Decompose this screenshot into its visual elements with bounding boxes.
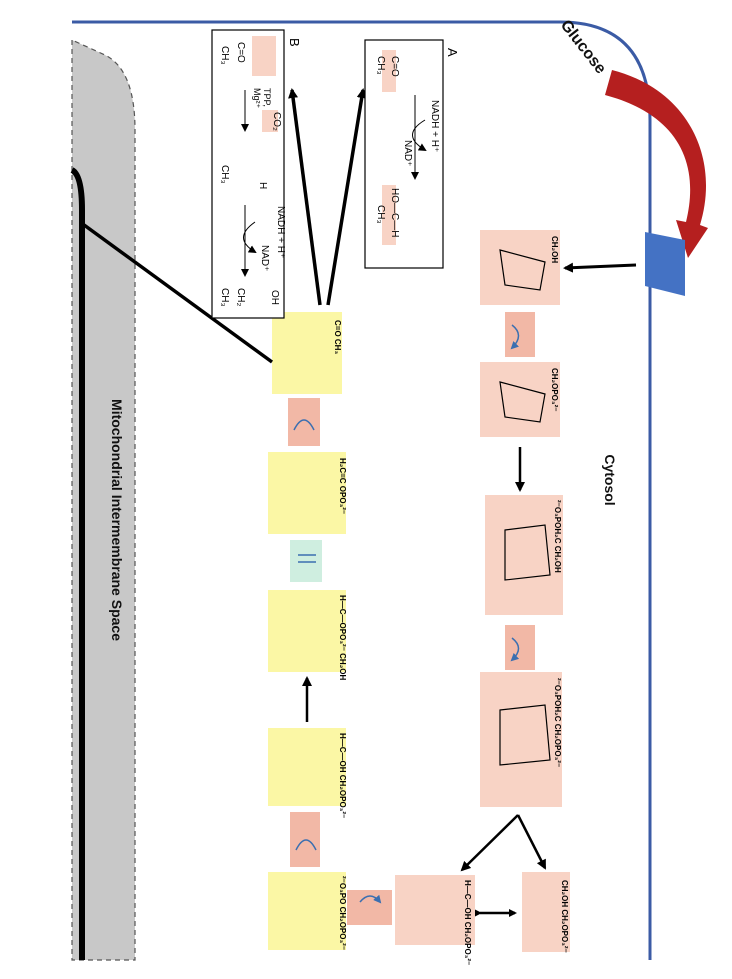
- panel-a-label: A: [445, 48, 460, 57]
- f6p-box: [485, 495, 563, 615]
- panel-a-box: [364, 39, 444, 269]
- svg-text:CH₂: CH₂: [235, 288, 246, 306]
- svg-text:HO—C—H: HO—C—H: [389, 188, 400, 237]
- 13bpg-structure: ²⁻O₃PO CH₂OPO₃²⁻: [338, 876, 347, 950]
- pep-structure: H₂C=C OPO₃²⁻: [338, 458, 347, 514]
- dhap-box: [522, 872, 570, 952]
- inner-membrane: [70, 167, 85, 960]
- f16bp-structure: ²⁻O₃POH₂C CH₂OPO₃²⁻: [553, 678, 562, 767]
- payoff-pathway: ²⁻O₃PO CH₂OPO₃²⁻ H—C—OH CH₂OPO₃²⁻ H—C—OP…: [78, 88, 367, 950]
- pep-box: [268, 452, 346, 534]
- svg-text:OH: OH: [269, 290, 280, 305]
- glucose-arrow: [605, 70, 708, 258]
- mitochondrial-intermembrane-band: [71, 39, 136, 961]
- panel-b-tpp: TPP,: [262, 88, 272, 107]
- 13bpg-box: [268, 872, 346, 950]
- panel-b-co2: CO₂: [271, 112, 282, 131]
- dhap-structure: CH₂OH CH₂OPO₃²⁻: [560, 880, 569, 953]
- g6p-box: [480, 362, 560, 437]
- panel-b-nad: NAD⁺: [259, 245, 270, 271]
- glucose-label: Glucose: [557, 17, 609, 77]
- svg-text:C=O: C=O: [235, 42, 246, 63]
- panel-a-nadh: NADH + H⁺: [429, 100, 440, 152]
- svg-text:CH₃: CH₃: [219, 165, 230, 184]
- f16bp-box: [480, 672, 562, 807]
- panel-a: A C=O CH₃ NADH + H⁺ NAD⁺ HO—C—H CH₃: [364, 39, 460, 269]
- panel-b-mg: Mg²⁺: [252, 88, 262, 108]
- g3p-box: [395, 875, 475, 945]
- glucose-box: [480, 230, 560, 305]
- cytosol-label: Cytosol: [602, 454, 618, 505]
- enzyme-step-10: [288, 398, 320, 446]
- panel-a-nad: NAD⁺: [402, 140, 413, 166]
- panel-b-nadh: NADH + H⁺: [275, 206, 286, 258]
- f6p-structure: ²⁻O₃POH₂C CH₂OH: [553, 500, 562, 573]
- svg-text:CH₃: CH₃: [219, 46, 230, 65]
- glucose-transporter: [645, 232, 685, 296]
- enzyme-step-3: [505, 625, 535, 670]
- cell-membrane: [72, 20, 652, 960]
- cytosol-pathway: CH₂OH CH₂OPO₃²⁻ ²⁻O₃POH₂C CH₂OH ²⁻O₃POH₂…: [347, 230, 570, 965]
- panel-b-label: B: [287, 38, 302, 47]
- svg-text:CH₃: CH₃: [375, 56, 386, 75]
- g3p-structure: H—C—OH CH₂OPO₃²⁻: [463, 880, 472, 965]
- pyruvate-box: [272, 312, 342, 394]
- panel-b: B C=O CH₃ CO₂ TPP, Mg²⁺ H CH₃ NADH + H⁺ …: [211, 29, 302, 319]
- arrow-to-a: [326, 88, 367, 306]
- 3pg-structure: H—C—OH CH₂OPO₃²⁻: [338, 733, 347, 818]
- mito-label: Mitochondrial Intermembrane Space: [109, 399, 125, 641]
- 3pg-box: [268, 728, 346, 806]
- transport-arrow: [563, 262, 637, 273]
- 2pg-structure: H—C—OPO₃²⁻ CH₂OH: [338, 595, 347, 680]
- 2pg-box: [268, 590, 346, 672]
- enzyme-step-1: [505, 312, 535, 357]
- svg-text:CH₃: CH₃: [375, 205, 386, 224]
- enzyme-step-9: [290, 540, 322, 582]
- g6p-structure: CH₂OPO₃²⁻: [550, 368, 559, 411]
- pyruvate-to-mito: [78, 220, 274, 364]
- arrow-to-b: [288, 88, 322, 306]
- svg-text:C=O: C=O: [389, 56, 400, 77]
- pyruvate-structure: C=O CH₃: [333, 320, 342, 354]
- glucose-structure: CH₂OH: [550, 236, 559, 263]
- enzyme-step-6: [347, 890, 392, 925]
- svg-text:CH₃: CH₃: [219, 288, 230, 307]
- svg-text:H: H: [257, 182, 268, 189]
